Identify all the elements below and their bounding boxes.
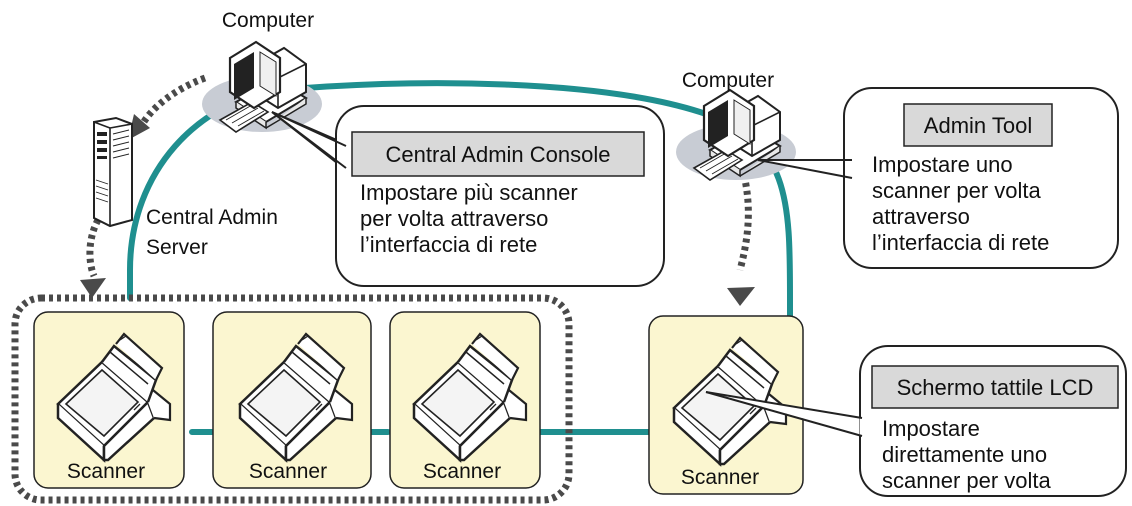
admin-tool-line2: scanner per volta — [872, 178, 1042, 203]
tower-server-icon — [93, 116, 133, 228]
scanner-label: Scanner — [67, 460, 145, 483]
arrowheads — [80, 114, 755, 306]
central-console-line1: Impostare più scanner — [360, 180, 578, 205]
desktop-computer-icon — [200, 40, 324, 134]
central-console-callout — [271, 105, 665, 287]
lcd-line2: direttamente uno — [882, 442, 1047, 467]
lcd-line3: scanner per volta — [882, 468, 1052, 493]
lcd-line1: Impostare — [882, 416, 980, 441]
admin-tool-title: Admin Tool — [924, 113, 1032, 138]
admin-tool-line4: l’interfaccia di rete — [872, 230, 1049, 255]
scanner-label: Scanner — [249, 460, 327, 483]
central-console-title: Central Admin Console — [385, 142, 610, 167]
server-label-line2: Server — [146, 236, 208, 259]
computer-left-label: Computer — [222, 9, 314, 32]
scanner-label: Scanner — [681, 466, 759, 489]
dotted-arrows — [86, 74, 752, 278]
admin-tool-line1: Impostare uno — [872, 152, 1013, 177]
admin-tool-callout — [757, 87, 1119, 269]
lcd-callout — [705, 345, 1127, 497]
scanner-label: Scanner — [423, 460, 501, 483]
scanner-group-frame — [11, 294, 573, 504]
central-console-line3: l’interfaccia di rete — [360, 232, 537, 257]
server-label-line1: Central Admin — [146, 206, 278, 229]
lcd-title: Schermo tattile LCD — [897, 375, 1094, 400]
admin-tool-line3: attraverso — [872, 204, 970, 229]
central-console-line2: per volta attraverso — [360, 206, 548, 231]
computer-right-label: Computer — [682, 69, 774, 92]
desktop-computer-icon — [674, 88, 798, 182]
